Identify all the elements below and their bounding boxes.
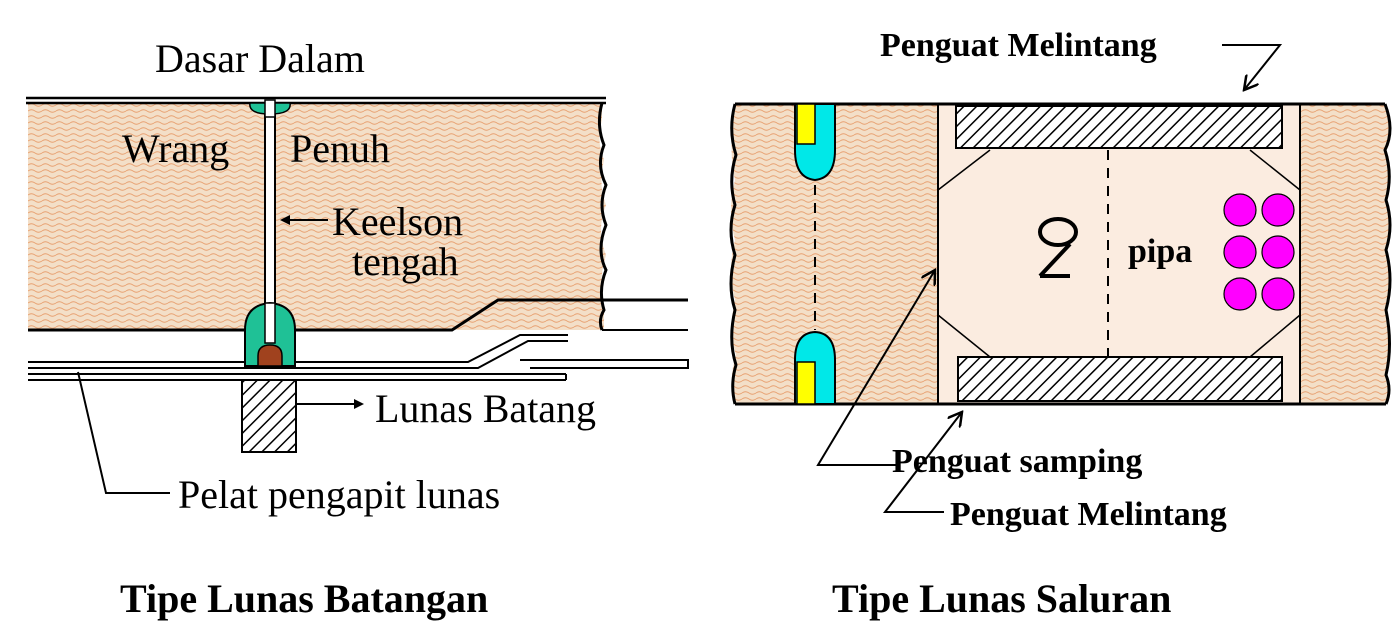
- label-keelson: Keelson: [332, 199, 463, 244]
- duct-interior: [938, 104, 1300, 404]
- label-penuh: Penuh: [290, 126, 390, 171]
- keel-weld: [257, 344, 283, 367]
- label-pelat-pengapit: Pelat pengapit lunas: [178, 472, 500, 517]
- pipe-circle: [1223, 193, 1257, 227]
- label-penguat-samping: Penguat samping: [892, 443, 1142, 480]
- symbol-two: [1038, 217, 1078, 278]
- pipe-bundle: [1223, 193, 1295, 311]
- pipe-circle: [1223, 235, 1257, 269]
- break-line-left: [597, 102, 608, 331]
- label-penguat-melintang-top: Penguat Melintang: [880, 27, 1157, 64]
- pipe-circle: [1261, 193, 1295, 227]
- label-tengah: tengah: [352, 239, 459, 284]
- floor-body: [28, 103, 606, 330]
- label-penguat-melintang-bottom: Penguat Melintang: [950, 496, 1227, 533]
- transverse-stiffener-bottom: [957, 356, 1283, 402]
- label-wrang: Wrang: [122, 126, 229, 171]
- left-diagram: Dasar Dalam Wrang Penuh Keelson tengah L…: [26, 36, 689, 621]
- right-diagram: Penguat Melintang pipa Penguat samping P…: [729, 27, 1392, 621]
- transverse-stiffener-top: [955, 105, 1283, 149]
- caption-right: Tipe Lunas Saluran: [832, 576, 1171, 621]
- label-dasar-dalam: Dasar Dalam: [155, 36, 365, 81]
- pipe-circle: [1261, 277, 1295, 311]
- pipe-circle: [1223, 277, 1257, 311]
- bar-keel: [241, 379, 297, 453]
- label-pipa: pipa: [1128, 233, 1192, 270]
- break-line-right: [1383, 103, 1392, 405]
- label-lunas-batang: Lunas Batang: [375, 386, 596, 431]
- caption-left: Tipe Lunas Batangan: [120, 576, 488, 621]
- keelson-plate: [264, 102, 276, 334]
- pipe-circle: [1261, 235, 1295, 269]
